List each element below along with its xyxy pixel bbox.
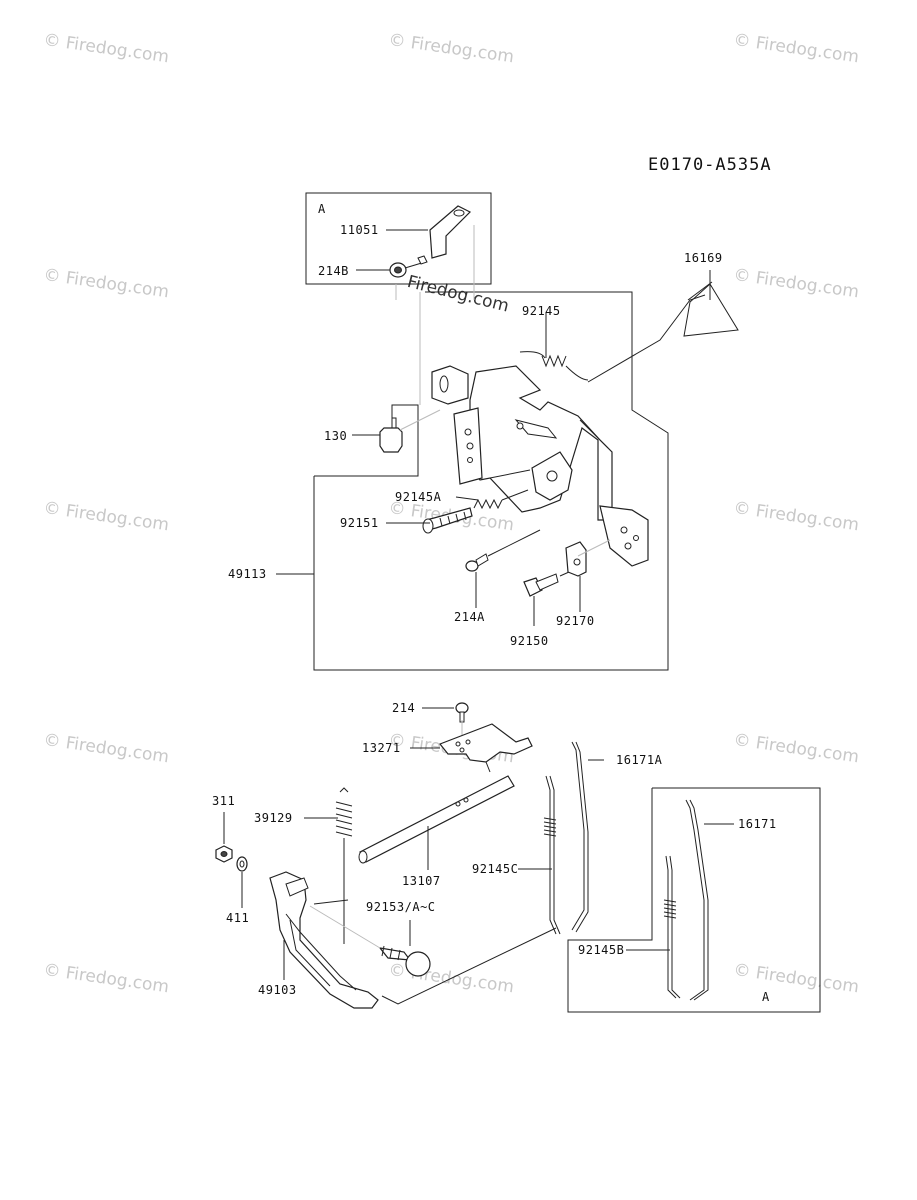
part-92151-screw <box>422 507 473 534</box>
detail-box-label: A <box>318 202 326 216</box>
part-label[interactable]: 92170 <box>556 614 595 628</box>
part-label[interactable]: 92151 <box>340 516 379 530</box>
part-label[interactable]: 214A <box>454 610 485 624</box>
part-label[interactable]: 311 <box>212 794 236 808</box>
part-label[interactable]: 92150 <box>510 634 549 648</box>
part-16169-rod <box>587 281 739 383</box>
detail-box-label: A <box>762 990 770 1004</box>
part-16171-rod <box>685 799 709 1001</box>
part-label[interactable]: 92145A <box>395 490 442 504</box>
part-label[interactable]: 92145 <box>522 304 561 318</box>
detail-box-a-bottom <box>567 787 821 1013</box>
part-49103-lever <box>269 871 379 1009</box>
part-label[interactable]: 92145B <box>578 943 625 957</box>
part-16171a-rod <box>571 741 604 933</box>
part-label[interactable]: 13107 <box>402 874 441 888</box>
part-49113-control-plate <box>431 365 649 567</box>
part-label[interactable]: 92153/A~C <box>366 900 436 914</box>
part-label[interactable]: 411 <box>226 911 250 925</box>
part-label[interactable]: 92145C <box>472 862 519 876</box>
part-92170-bracket <box>565 539 611 612</box>
part-92153-bolt <box>378 920 431 977</box>
part-label[interactable]: 11051 <box>340 223 379 237</box>
part-label[interactable]: 214B <box>318 264 349 278</box>
part-label[interactable]: 16171A <box>616 753 663 767</box>
part-92145b-spring <box>663 855 681 999</box>
assembly-frame <box>313 291 669 671</box>
part-label[interactable]: 49103 <box>258 983 297 997</box>
part-92145-spring <box>519 351 589 381</box>
part-label[interactable]: 16169 <box>684 251 723 265</box>
detail-box-a-top <box>305 192 492 285</box>
part-11051-bracket <box>429 205 472 259</box>
part-13107-shaft <box>358 775 515 870</box>
part-92145a-spring <box>473 489 529 510</box>
part-label[interactable]: 39129 <box>254 811 293 825</box>
part-311-nut <box>215 812 233 863</box>
part-label[interactable]: 130 <box>324 429 348 443</box>
part-label[interactable]: 16171 <box>738 817 777 831</box>
part-130-bolt <box>352 409 441 453</box>
part-label[interactable]: 214 <box>392 701 416 715</box>
part-92150-bolt <box>523 567 579 626</box>
part-label[interactable]: 49113 <box>228 567 267 581</box>
part-411-washer <box>236 856 248 908</box>
diagram-code: E0170-A535A <box>648 155 772 175</box>
part-13271-plate <box>439 723 533 773</box>
part-label[interactable]: 13271 <box>362 741 401 755</box>
part-39129-spring <box>335 787 353 944</box>
part-214a-screw <box>465 529 541 608</box>
part-92145c-spring <box>543 775 561 935</box>
part-214b-nut <box>389 255 428 278</box>
part-214-screw <box>422 702 469 740</box>
